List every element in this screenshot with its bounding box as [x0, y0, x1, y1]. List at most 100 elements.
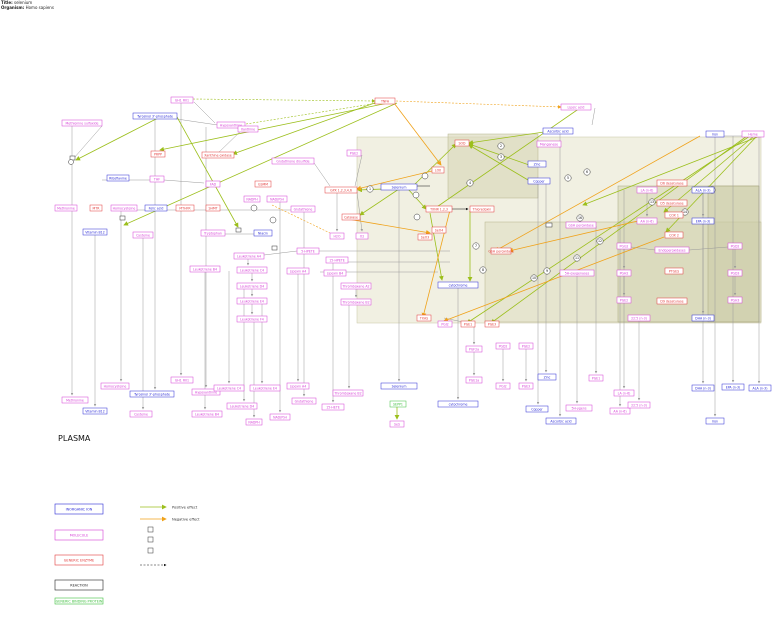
node-inorganic[interactable]: Tyrosinol 3'-phosphate	[129, 390, 175, 398]
node-molecule[interactable]: GH1 R01	[170, 376, 194, 384]
node-molecule[interactable]: Lipoic acid	[560, 103, 592, 111]
node-inorganic[interactable]: Zinc	[537, 373, 557, 381]
node-inorganic[interactable]: Zinc	[527, 160, 547, 168]
node-inorganic[interactable]: ALA (n-3)	[691, 186, 715, 194]
node-inorganic[interactable]: cytochrome	[437, 281, 479, 289]
node-enzyme[interactable]: SOD	[454, 139, 470, 147]
node-inorganic[interactable]: DHA (n-3)	[691, 314, 715, 322]
node-enzyme[interactable]: D6 desaturase	[656, 179, 688, 187]
node-molecule[interactable]: Leukotriene C4	[236, 266, 268, 274]
node-inorganic[interactable]: Selenium	[380, 183, 418, 191]
node-inorganic[interactable]: cytochrome	[437, 400, 479, 408]
node-enzyme[interactable]: MTHFR	[175, 204, 195, 212]
node-molecule[interactable]: Thromboxane B2	[332, 389, 364, 397]
node-molecule[interactable]: PGI2	[495, 382, 511, 390]
node-enzyme[interactable]: COX 1	[664, 211, 684, 219]
node-molecule[interactable]: PGE1	[588, 374, 604, 382]
node-molecule[interactable]: Thromboxane B2	[340, 298, 372, 306]
node-molecule[interactable]: PGE1a	[465, 376, 483, 384]
node-molecule[interactable]: Glutathione	[291, 397, 317, 405]
node-molecule[interactable]: PGG2	[616, 242, 632, 250]
node-molecule[interactable]: PGH3	[727, 296, 743, 304]
node-molecule[interactable]: PGI2	[437, 320, 453, 328]
node-enzyme[interactable]: SHMT	[205, 204, 221, 212]
node-inorganic[interactable]: Copper	[525, 405, 549, 413]
node-inorganic[interactable]: Folic acid	[144, 204, 168, 212]
node-molecule[interactable]: Endoperoxidases	[654, 246, 690, 254]
node-molecule[interactable]: NAD(P)H	[269, 413, 291, 421]
node-molecule[interactable]: GSH peroxidase	[565, 221, 597, 229]
node-molecule[interactable]: O2	[355, 232, 369, 240]
node-molecule[interactable]: Methionine	[61, 396, 89, 404]
node-molecule[interactable]: Lipoxin B4	[323, 269, 347, 277]
node-enzyme[interactable]: Xanthine oxidase	[201, 151, 235, 159]
node-enzyme[interactable]: SeO4	[431, 226, 447, 234]
node-molecule[interactable]: 5-HPETE	[296, 247, 320, 255]
node-molecule[interactable]: PGF2a	[465, 345, 483, 353]
node-molecule[interactable]: NADPH	[245, 418, 263, 426]
node-inorganic[interactable]: Iron	[705, 417, 725, 425]
node-molecule[interactable]: Methionine	[54, 204, 78, 212]
node-molecule[interactable]: PGE2	[518, 342, 534, 350]
node-molecule[interactable]: Leukotriene D4	[226, 402, 258, 410]
node-inorganic[interactable]: Niacin	[253, 229, 273, 237]
node-inorganic[interactable]: Vitamin B12	[82, 228, 108, 236]
node-inorganic[interactable]: ALA (n-3)	[748, 384, 772, 392]
node-molecule[interactable]: 15-HPETE	[325, 256, 349, 264]
node-inorganic[interactable]: Copper	[527, 177, 551, 185]
node-enzyme[interactable]: D5 desaturase	[656, 199, 688, 207]
node-inorganic[interactable]: Riboflavine	[106, 174, 130, 182]
node-molecule[interactable]: Hypoxanthine	[191, 388, 221, 396]
node-molecule[interactable]: LA (n-6)	[636, 186, 658, 194]
node-inorganic[interactable]: EPA (n-3)	[691, 217, 715, 225]
node-molecule[interactable]: SeS	[389, 420, 405, 428]
node-molecule[interactable]: Leukotriene C4	[213, 384, 245, 392]
node-inorganic[interactable]: Selenium	[380, 382, 418, 390]
node-molecule[interactable]: PGD3	[727, 269, 743, 277]
node-enzyme[interactable]: Thioredoxin	[469, 205, 495, 213]
node-molecule[interactable]: H2O	[329, 232, 345, 240]
node-enzyme[interactable]: PRPP	[150, 150, 166, 158]
node-molecule[interactable]: 22:5 (n-3)	[627, 401, 651, 409]
node-molecule[interactable]: AA (n-6)	[636, 217, 658, 225]
node-molecule[interactable]: 5H-oxygenases	[559, 269, 595, 277]
node-molecule[interactable]: Xanthine	[237, 125, 259, 133]
node-molecule[interactable]: Cysteine	[132, 231, 154, 239]
node-molecule[interactable]: 22:5 (n-3)	[627, 314, 651, 322]
node-enzyme[interactable]: PGE3	[484, 320, 500, 328]
node-inorganic[interactable]: EPA (n-3)	[721, 383, 745, 391]
node-enzyme[interactable]: COX 2	[664, 231, 684, 239]
node-inorganic[interactable]: Ascorbic acid	[545, 417, 577, 425]
node-molecule[interactable]: Glutathione	[290, 205, 316, 213]
node-molecule[interactable]: THF	[149, 175, 165, 183]
node-molecule[interactable]: Lipoxin A4	[286, 382, 310, 390]
node-inorganic[interactable]: DHA (n-3)	[691, 384, 715, 392]
node-molecule[interactable]: Leukotriene A4	[233, 252, 265, 260]
node-enzyme[interactable]: PGE1	[460, 320, 476, 328]
node-molecule[interactable]: Leukotriene E4	[236, 297, 268, 305]
node-inorganic[interactable]: Vitamin B12	[82, 407, 108, 415]
node-inorganic[interactable]: Tyrosinol 3'-phosphate	[132, 112, 178, 120]
node-enzyme[interactable]: SeO3	[417, 233, 433, 241]
node-molecule[interactable]: FAD	[205, 180, 221, 188]
node-enzyme[interactable]: D9 desaturase	[656, 297, 688, 305]
node-molecule[interactable]: Manganese	[536, 140, 562, 148]
node-molecule[interactable]: PGE2	[616, 296, 632, 304]
node-molecule[interactable]: LA (n-6)	[613, 389, 635, 397]
node-molecule[interactable]: NAD(P)H	[266, 195, 288, 203]
node-enzyme[interactable]: LOX	[431, 166, 445, 174]
node-molecule[interactable]: Heme	[741, 130, 765, 138]
node-inorganic[interactable]: Iron	[705, 130, 725, 138]
node-molecule[interactable]: Leukotriene D4	[236, 282, 268, 290]
node-enzyme[interactable]: TXNR 1,2,3	[425, 205, 453, 213]
node-molecule[interactable]: AA (n-6)	[609, 407, 631, 415]
node-enzyme[interactable]: Catalase	[341, 213, 361, 221]
node-molecule[interactable]: PGE2	[346, 149, 362, 157]
node-enzyme[interactable]: MTR	[89, 204, 103, 212]
node-molecule[interactable]: GH1 R01	[170, 96, 194, 104]
node-molecule[interactable]: PGD2	[727, 242, 743, 250]
node-molecule[interactable]: Hypoxanthine	[216, 121, 246, 129]
node-enzyme[interactable]: GSH peroxidase	[488, 247, 514, 255]
node-molecule[interactable]: PGE3	[518, 382, 534, 390]
node-molecule[interactable]: PGH2	[616, 269, 632, 277]
